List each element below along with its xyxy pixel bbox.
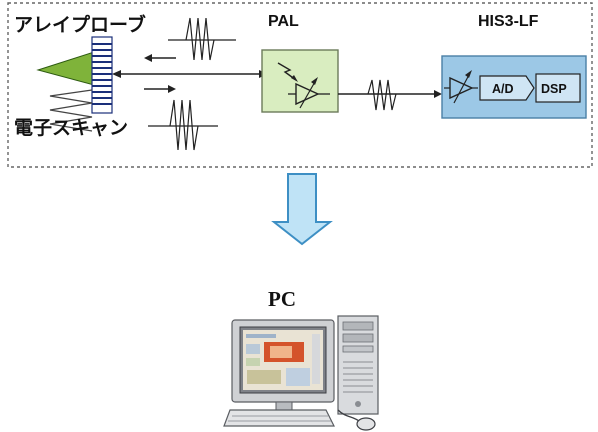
ad-label: A/D (492, 82, 514, 96)
left-arrow-upper-icon (144, 54, 176, 62)
probe-wedge (36, 51, 95, 86)
dashed-enclosure (7, 2, 593, 168)
down-arrow-icon (271, 173, 333, 246)
amplifier-icon-his (444, 70, 478, 104)
amplifier-icon-pal (288, 77, 330, 109)
scan-label: 電子スキャン (14, 117, 128, 139)
dsp-label: DSP (541, 82, 567, 96)
computer-icon (223, 315, 379, 431)
pal-label: PAL (268, 13, 299, 30)
pc-label: PC (268, 287, 296, 311)
probe-array-icon (91, 36, 113, 114)
right-arrow-lower-icon (144, 85, 176, 93)
pal-to-his-line-icon (338, 79, 442, 111)
signal-line-icon (112, 70, 268, 78)
waveform-lower-icon (148, 99, 218, 151)
scan-beam-zigzag (49, 89, 93, 132)
waveform-upper-icon (168, 17, 236, 61)
probe-label: アレイプローブ (14, 13, 146, 36)
ad-box (479, 75, 535, 101)
his-label: HIS3-LF (478, 13, 539, 30)
lightning-icon (277, 62, 298, 82)
dsp-box (535, 73, 581, 103)
